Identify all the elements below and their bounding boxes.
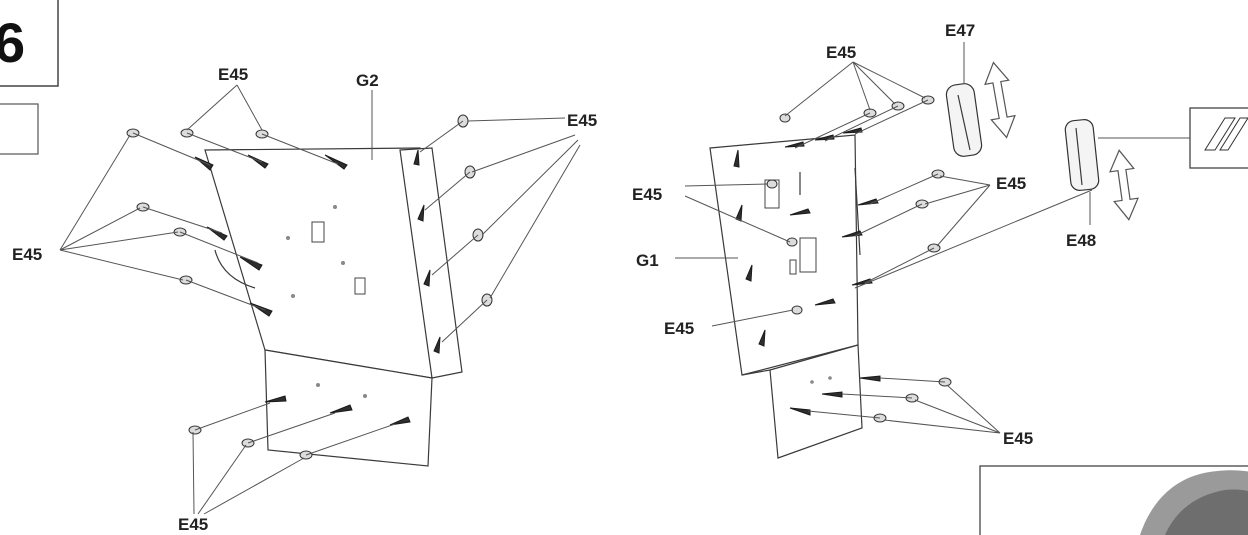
- panel-g2: [204, 147, 433, 379]
- right-assembly: E45 E47 E45 E48 E45 G1 E45 E45: [632, 21, 1248, 535]
- hinge-curve: [214, 249, 256, 289]
- step-number: 6: [0, 11, 25, 74]
- panel-slot: [311, 221, 325, 243]
- part-e48: [1064, 119, 1100, 191]
- label-g2: G2: [356, 71, 379, 90]
- inset-photo-box: [979, 465, 1248, 535]
- washers-left-side: [457, 114, 493, 307]
- screw-group-left-side: [413, 149, 441, 354]
- left-assembly: E45 G2 E45 E45 E45: [12, 65, 597, 534]
- label-e45-lower-right: E45: [664, 319, 694, 338]
- label-e45-bottom-right: E45: [1003, 429, 1033, 448]
- label-g1: G1: [636, 251, 659, 270]
- label-e45-mid-right: E45: [996, 174, 1026, 193]
- screw-group-right-bottom: [789, 375, 881, 416]
- arrow-e48: [1109, 149, 1139, 221]
- step-sub-box: [0, 103, 39, 155]
- panel-slot: [789, 259, 797, 275]
- detail-box-e48: [1189, 107, 1248, 169]
- label-e45-top-right: E45: [826, 43, 856, 62]
- label-e45-left-right: E45: [632, 185, 662, 204]
- lower-panel-right: [769, 344, 863, 459]
- arrow-e47: [984, 61, 1016, 139]
- screw-group-right: [733, 127, 879, 347]
- side-panel-left: [399, 147, 463, 379]
- panel-slot: [799, 237, 817, 273]
- screw-group-left-bottom: [264, 395, 411, 426]
- panel-g1: [709, 134, 859, 376]
- washers-right-bottom: [873, 377, 952, 423]
- label-e48: E48: [1066, 231, 1096, 250]
- label-e47: E47: [945, 21, 975, 40]
- label-e45-right-left: E45: [567, 111, 597, 130]
- label-e45-top-left: E45: [218, 65, 248, 84]
- label-e45-bottom-left: E45: [178, 515, 208, 534]
- panel-slot: [354, 277, 366, 295]
- part-e47: [945, 83, 983, 157]
- step-indicator: 6: [0, 0, 59, 155]
- label-e45-left: E45: [12, 245, 42, 264]
